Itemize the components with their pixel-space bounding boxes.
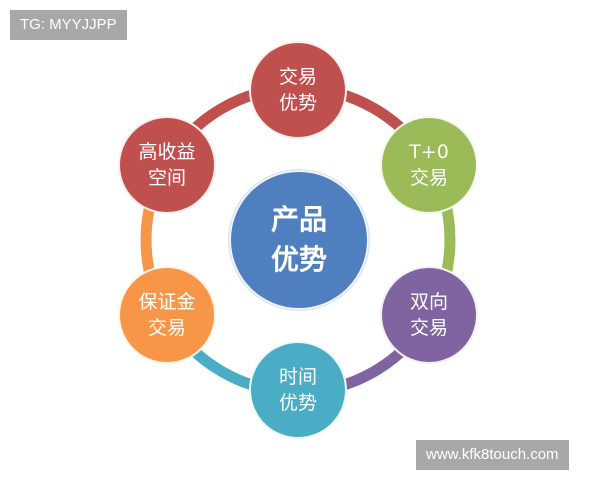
center-node-product-advantage: 产品 优势 bbox=[229, 170, 369, 310]
node-time-advantage: 时间 优势 bbox=[249, 341, 347, 439]
center-label-line-2: 优势 bbox=[270, 243, 327, 276]
node-label-line-2: 交易 bbox=[409, 317, 448, 339]
watermark-bottom-right: www.kfk8touch.com bbox=[416, 440, 569, 470]
node-two-way-trading: 双向 交易 bbox=[380, 266, 478, 364]
node-label-line-2: 交易 bbox=[147, 317, 186, 339]
node-label-line-2: 优势 bbox=[278, 92, 317, 114]
node-label-line-1: 保证金 bbox=[138, 291, 196, 313]
node-trade-advantage: 交易 优势 bbox=[249, 41, 347, 139]
node-label-line-2: 交易 bbox=[409, 167, 448, 189]
node-label-line-2: 优势 bbox=[278, 392, 317, 414]
node-label-line-1: T+0 bbox=[409, 141, 449, 163]
node-label-line-1: 交易 bbox=[278, 66, 317, 88]
node-t0-trading: T+0 交易 bbox=[380, 116, 478, 214]
center-label-line-1: 产品 bbox=[270, 203, 327, 236]
node-label-line-1: 时间 bbox=[278, 366, 317, 388]
node-high-return-space: 高收益 空间 bbox=[118, 116, 216, 214]
node-margin-trading: 保证金 交易 bbox=[118, 266, 216, 364]
node-label-line-1: 高收益 bbox=[138, 141, 196, 163]
node-label-line-2: 空间 bbox=[147, 167, 186, 189]
node-label-line-1: 双向 bbox=[409, 291, 448, 313]
watermark-top-left: TG: MYYJJPP bbox=[10, 10, 127, 40]
